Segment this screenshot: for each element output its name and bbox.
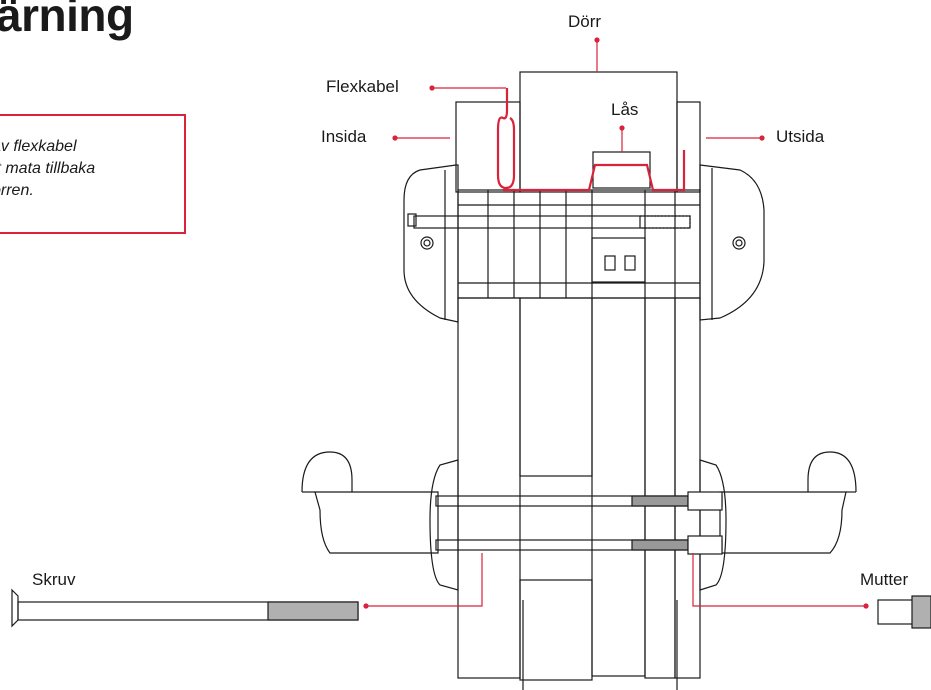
leader-lines: [366, 40, 866, 607]
warning-text: av flexkabel tt mata tillbaka örren.: [0, 136, 192, 202]
outside-label: Utsida: [776, 127, 825, 146]
loose-nut: [877, 595, 931, 629]
page-title: ärning: [0, 0, 134, 41]
lock-slot: [592, 151, 651, 189]
warning-line: örren.: [0, 182, 34, 199]
lower-outside-escutcheon: [699, 459, 727, 591]
outside-lever-handle: [719, 451, 857, 554]
upper-screw: [413, 215, 691, 229]
upper-body-stack: [457, 189, 701, 299]
screw-label: Skruv: [32, 570, 76, 589]
loose-screw: [11, 588, 359, 628]
inside-lever-handle: [301, 451, 439, 554]
lower-screws: [435, 491, 723, 555]
warning-line: av flexkabel: [0, 138, 77, 155]
nut-label: Mutter: [860, 570, 909, 589]
upper-outside-escutcheon: [699, 164, 765, 321]
inside-label: Insida: [321, 127, 367, 146]
door-label: Dörr: [568, 12, 602, 31]
flex-cable: [496, 88, 686, 192]
warning-line: tt mata tillbaka: [0, 160, 96, 177]
lock-label: Lås: [611, 100, 639, 119]
outside-panel: [676, 101, 701, 193]
lower-body: [457, 297, 701, 681]
leader-dots: [363, 37, 869, 609]
lower-inside-escutcheon: [429, 459, 459, 591]
inside-panel: [455, 101, 521, 193]
warning-box: av flexkabel tt mata tillbaka örren.: [0, 114, 186, 234]
flexcable-label: Flexkabel: [326, 77, 399, 96]
upper-inside-escutcheon: [403, 164, 459, 323]
